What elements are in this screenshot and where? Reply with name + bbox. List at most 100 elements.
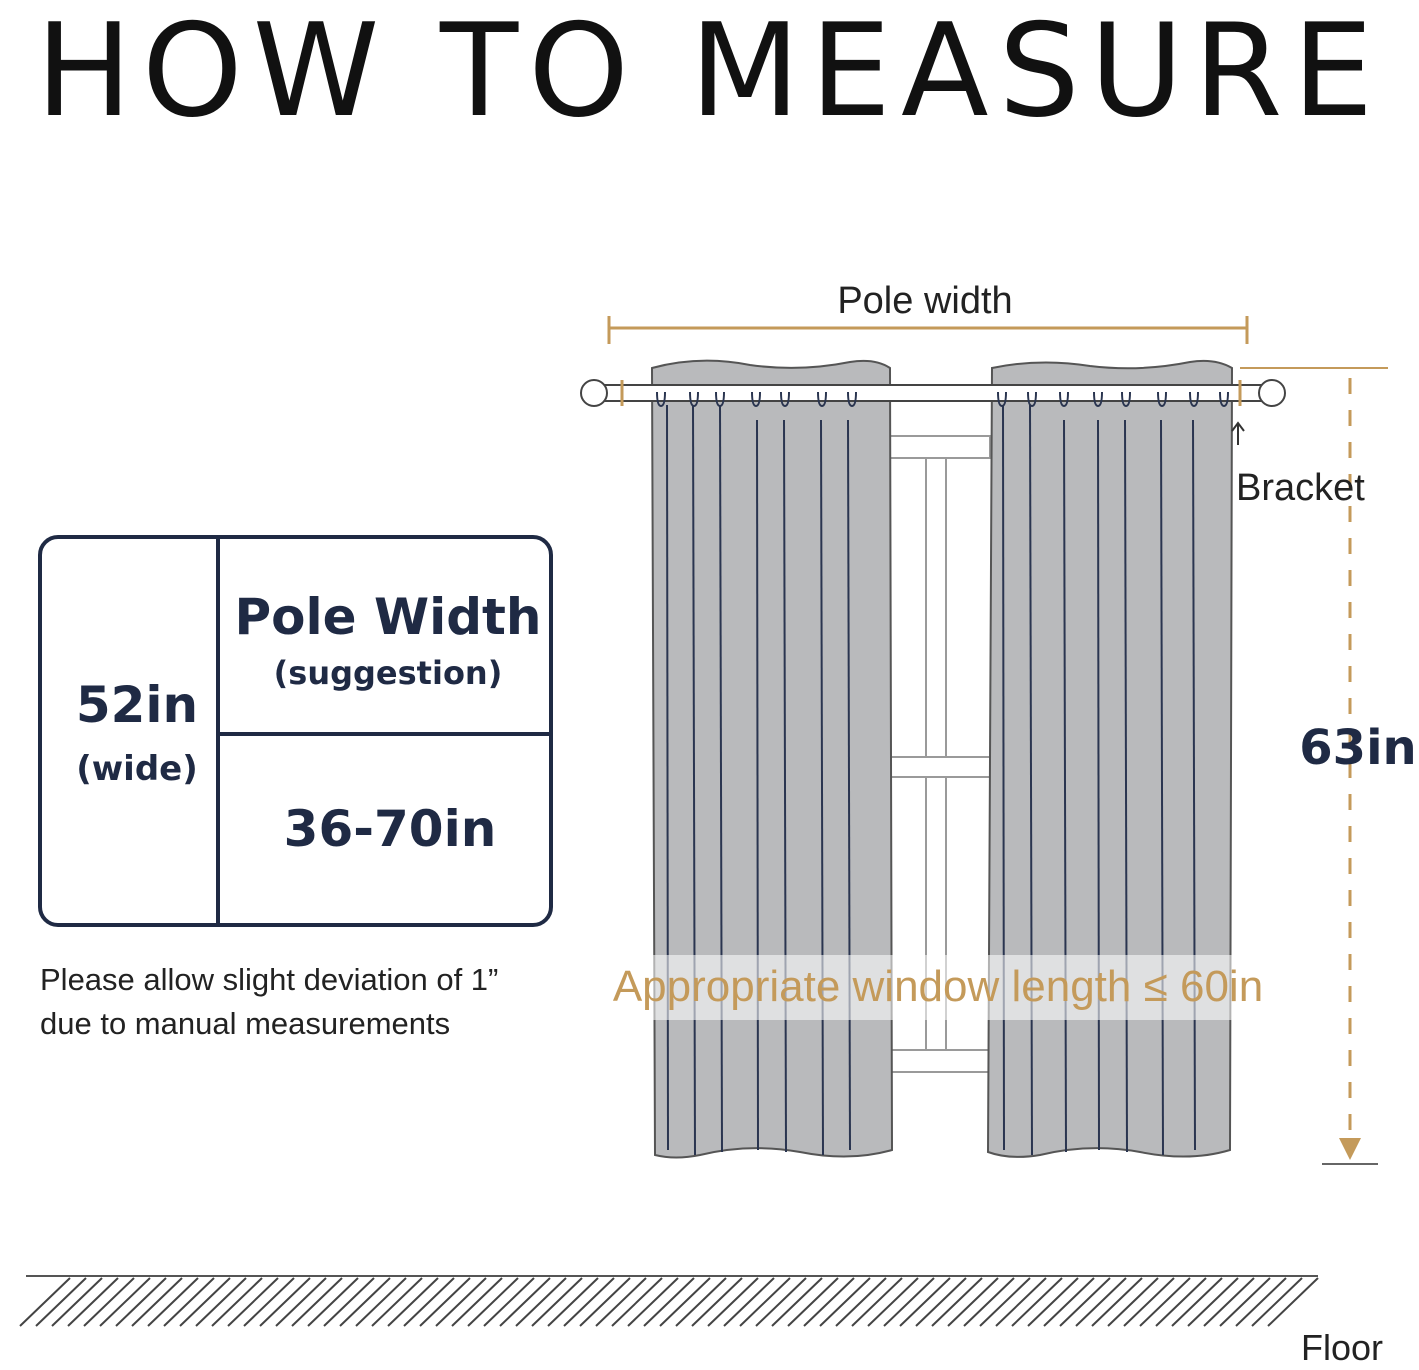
floor-hatch-line	[547, 1277, 599, 1327]
floor-hatch-line	[227, 1277, 279, 1327]
floor-hatch-line	[707, 1277, 759, 1327]
floor-hatch-line	[371, 1277, 423, 1327]
floor-hatch-line	[147, 1277, 199, 1327]
floor-hatch-line	[1251, 1277, 1303, 1327]
note-line-1: Please allow slight deviation of 1”	[40, 962, 499, 997]
floor-hatch-line	[835, 1277, 887, 1327]
pole-width-label: Pole width	[837, 280, 1012, 322]
note-line-2: due to manual measurements	[40, 1006, 451, 1041]
left-curtain	[650, 359, 894, 1159]
floor-hatch-line	[899, 1277, 951, 1327]
floor-hatch-line	[259, 1277, 311, 1327]
floor-hatch-line	[627, 1277, 679, 1327]
floor-hatch-line	[499, 1277, 551, 1327]
floor-hatch-line	[307, 1277, 359, 1327]
floor-hatch-line	[691, 1277, 743, 1327]
pole-width-dimension	[607, 316, 1249, 344]
floor-hatch-line	[83, 1277, 135, 1327]
bracket-label: Bracket	[1236, 467, 1365, 509]
floor-hatch-line	[387, 1277, 439, 1327]
floor-hatch-line	[419, 1277, 471, 1327]
curtain-rod	[580, 379, 1286, 408]
floor-hatch-line	[787, 1277, 839, 1327]
floor-hatch-line	[451, 1277, 503, 1327]
floor-hatch-line	[819, 1277, 871, 1327]
floor-hatch-line	[339, 1277, 391, 1327]
floor-hatch-line	[67, 1277, 119, 1327]
floor-hatch-line	[1075, 1277, 1127, 1327]
floor-hatch-line	[1155, 1277, 1207, 1327]
floor-hatch-line	[1123, 1277, 1175, 1327]
floor-hatch-line	[595, 1277, 647, 1327]
floor-hatch-line	[211, 1277, 263, 1327]
floor-hatch-line	[163, 1277, 215, 1327]
floor-hatch-line	[1187, 1277, 1239, 1327]
floor-hatch-line	[1171, 1277, 1223, 1327]
floor-hatch-line	[1091, 1277, 1143, 1327]
floor-hatch-line	[771, 1277, 823, 1327]
floor-hatch-line	[1011, 1277, 1063, 1327]
floor-hatch-line	[675, 1277, 727, 1327]
right-curtain	[986, 359, 1234, 1158]
measurement-note: Please allow slight deviation of 1” due …	[40, 958, 498, 1046]
rod-finial-left	[580, 379, 608, 407]
pole-width-heading: Pole Width	[234, 588, 541, 646]
floor-hatch-line	[579, 1277, 631, 1327]
floor-hatch-line	[739, 1277, 791, 1327]
floor-hatch-line	[435, 1277, 487, 1327]
floor-hatch-line	[19, 1277, 71, 1327]
floor-hatch-line	[915, 1277, 967, 1327]
floor-hatch-line	[1043, 1277, 1095, 1327]
width-value: 52in	[76, 676, 198, 734]
window-length-label: Appropriate window length ≤ 60in	[613, 962, 1263, 1011]
floor-hatch-line	[403, 1277, 455, 1327]
floor-hatch-line	[179, 1277, 231, 1327]
floor-hatch-line	[483, 1277, 535, 1327]
window-frame	[879, 435, 991, 1073]
floor-hatch-line	[995, 1277, 1047, 1327]
floor-hatch-line	[355, 1277, 407, 1327]
floor-hatch-line	[1139, 1277, 1191, 1327]
floor-hatch-line	[611, 1277, 663, 1327]
floor-hatch-line	[643, 1277, 695, 1327]
floor-hatch-line	[1203, 1277, 1255, 1327]
floor-hatch-line	[883, 1277, 935, 1327]
size-table	[38, 535, 553, 927]
floor-hatch-line	[851, 1277, 903, 1327]
floor-hatch-line	[1027, 1277, 1079, 1327]
floor-hatch-line	[243, 1277, 295, 1327]
floor-line	[19, 1275, 1319, 1327]
floor-hatch-line	[1059, 1277, 1111, 1327]
pole-width-range: 36-70in	[284, 800, 497, 858]
floor-hatch-line	[275, 1277, 327, 1327]
floor-hatch-line	[867, 1277, 919, 1327]
floor-hatch-line	[1267, 1277, 1319, 1327]
length-dimension	[1240, 367, 1388, 1165]
floor-hatch-line	[531, 1277, 583, 1327]
bracket-arrow	[1231, 421, 1245, 445]
rod-finial-right	[1258, 379, 1286, 407]
floor-hatch-line	[659, 1277, 711, 1327]
pole-width-note: (suggestion)	[274, 654, 503, 692]
floor-hatch-line	[467, 1277, 519, 1327]
floor-label: Floor	[1301, 1327, 1383, 1368]
floor-hatch-line	[963, 1277, 1015, 1327]
floor-hatch-line	[131, 1277, 183, 1327]
window-label-band	[590, 955, 1285, 1020]
floor-hatch-line	[515, 1277, 567, 1327]
length-arrow-head	[1339, 1138, 1361, 1160]
floor-hatch-line	[99, 1277, 151, 1327]
table-border	[38, 535, 553, 927]
floor-hatch-line	[723, 1277, 775, 1327]
floor-hatch-line	[1219, 1277, 1271, 1327]
floor-hatch-line	[755, 1277, 807, 1327]
floor-hatch-line	[979, 1277, 1031, 1327]
floor-hatch-line	[195, 1277, 247, 1327]
page-title: HOW TO MEASURE	[35, 0, 1384, 146]
floor-hatch-line	[803, 1277, 855, 1327]
floor-hatch-line	[35, 1277, 87, 1327]
width-note: (wide)	[76, 749, 198, 789]
floor-hatch-line	[947, 1277, 999, 1327]
floor-hatch-line	[1235, 1277, 1287, 1327]
